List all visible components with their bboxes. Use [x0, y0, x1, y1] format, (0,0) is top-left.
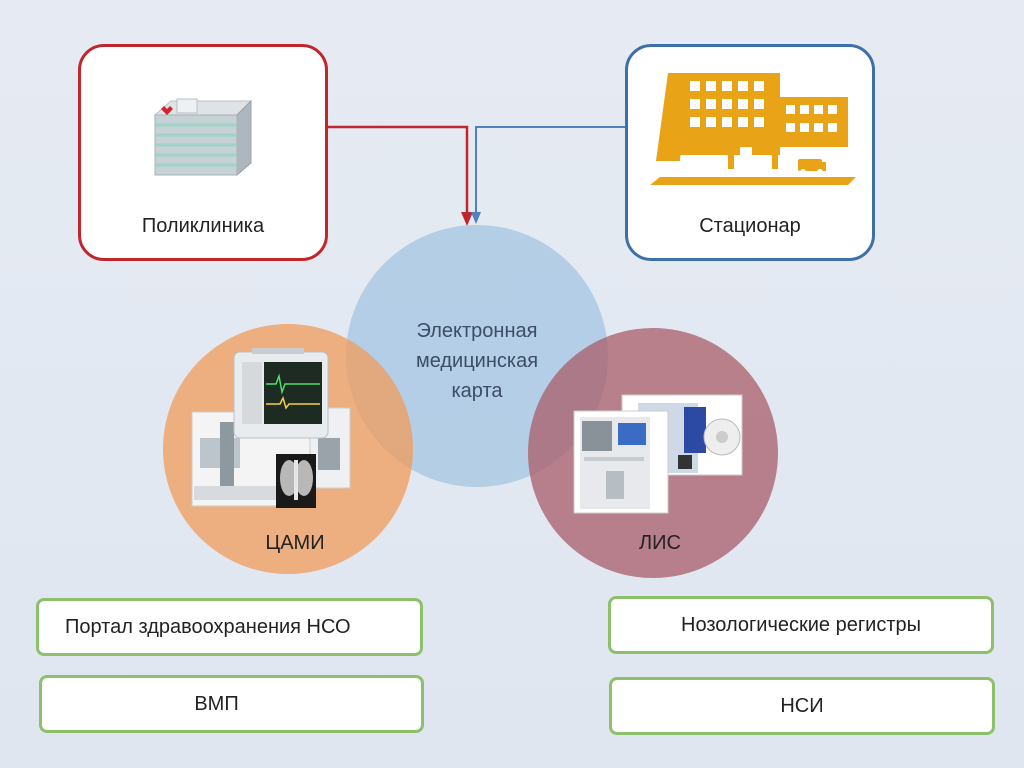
polyclinic-box: Поликлиника — [78, 44, 328, 261]
lab-analyzer-icon — [573, 394, 743, 514]
polyclinic-label: Поликлиника — [141, 215, 265, 237]
nsi-box: НСИ — [609, 677, 995, 735]
portal-label: Портал здравоохранения НСО — [65, 615, 351, 638]
hospital-arrowhead — [471, 212, 481, 224]
vmp-box: ВМП — [39, 675, 424, 733]
registers-label: Нозологические регистры — [681, 613, 921, 636]
lis-label: ЛИС — [639, 532, 681, 554]
registers-box: Нозологические регистры — [608, 596, 994, 654]
portal-box: Портал здравоохранения НСО — [36, 598, 423, 656]
medical-imaging-equipment-icon — [191, 348, 351, 508]
polyclinic-arrow — [328, 125, 469, 214]
clinic-building-icon — [153, 98, 253, 177]
hospital-arrow — [475, 126, 625, 214]
vmp-label: ВМП — [194, 692, 239, 715]
emk-label-line3: карта — [451, 380, 503, 402]
nsi-label: НСИ — [780, 694, 824, 717]
polyclinic-arrowhead — [461, 212, 473, 226]
emk-label-line1: Электронная — [416, 320, 538, 342]
hospital-building-icon — [650, 73, 856, 185]
cami-label: ЦАМИ — [265, 532, 325, 554]
hospital-label: Стационар — [699, 215, 801, 237]
emk-label: Электронная медицинская карта — [376, 316, 578, 406]
emk-label-line2: медицинская — [415, 350, 539, 372]
hospital-box: Стационар — [625, 44, 875, 261]
